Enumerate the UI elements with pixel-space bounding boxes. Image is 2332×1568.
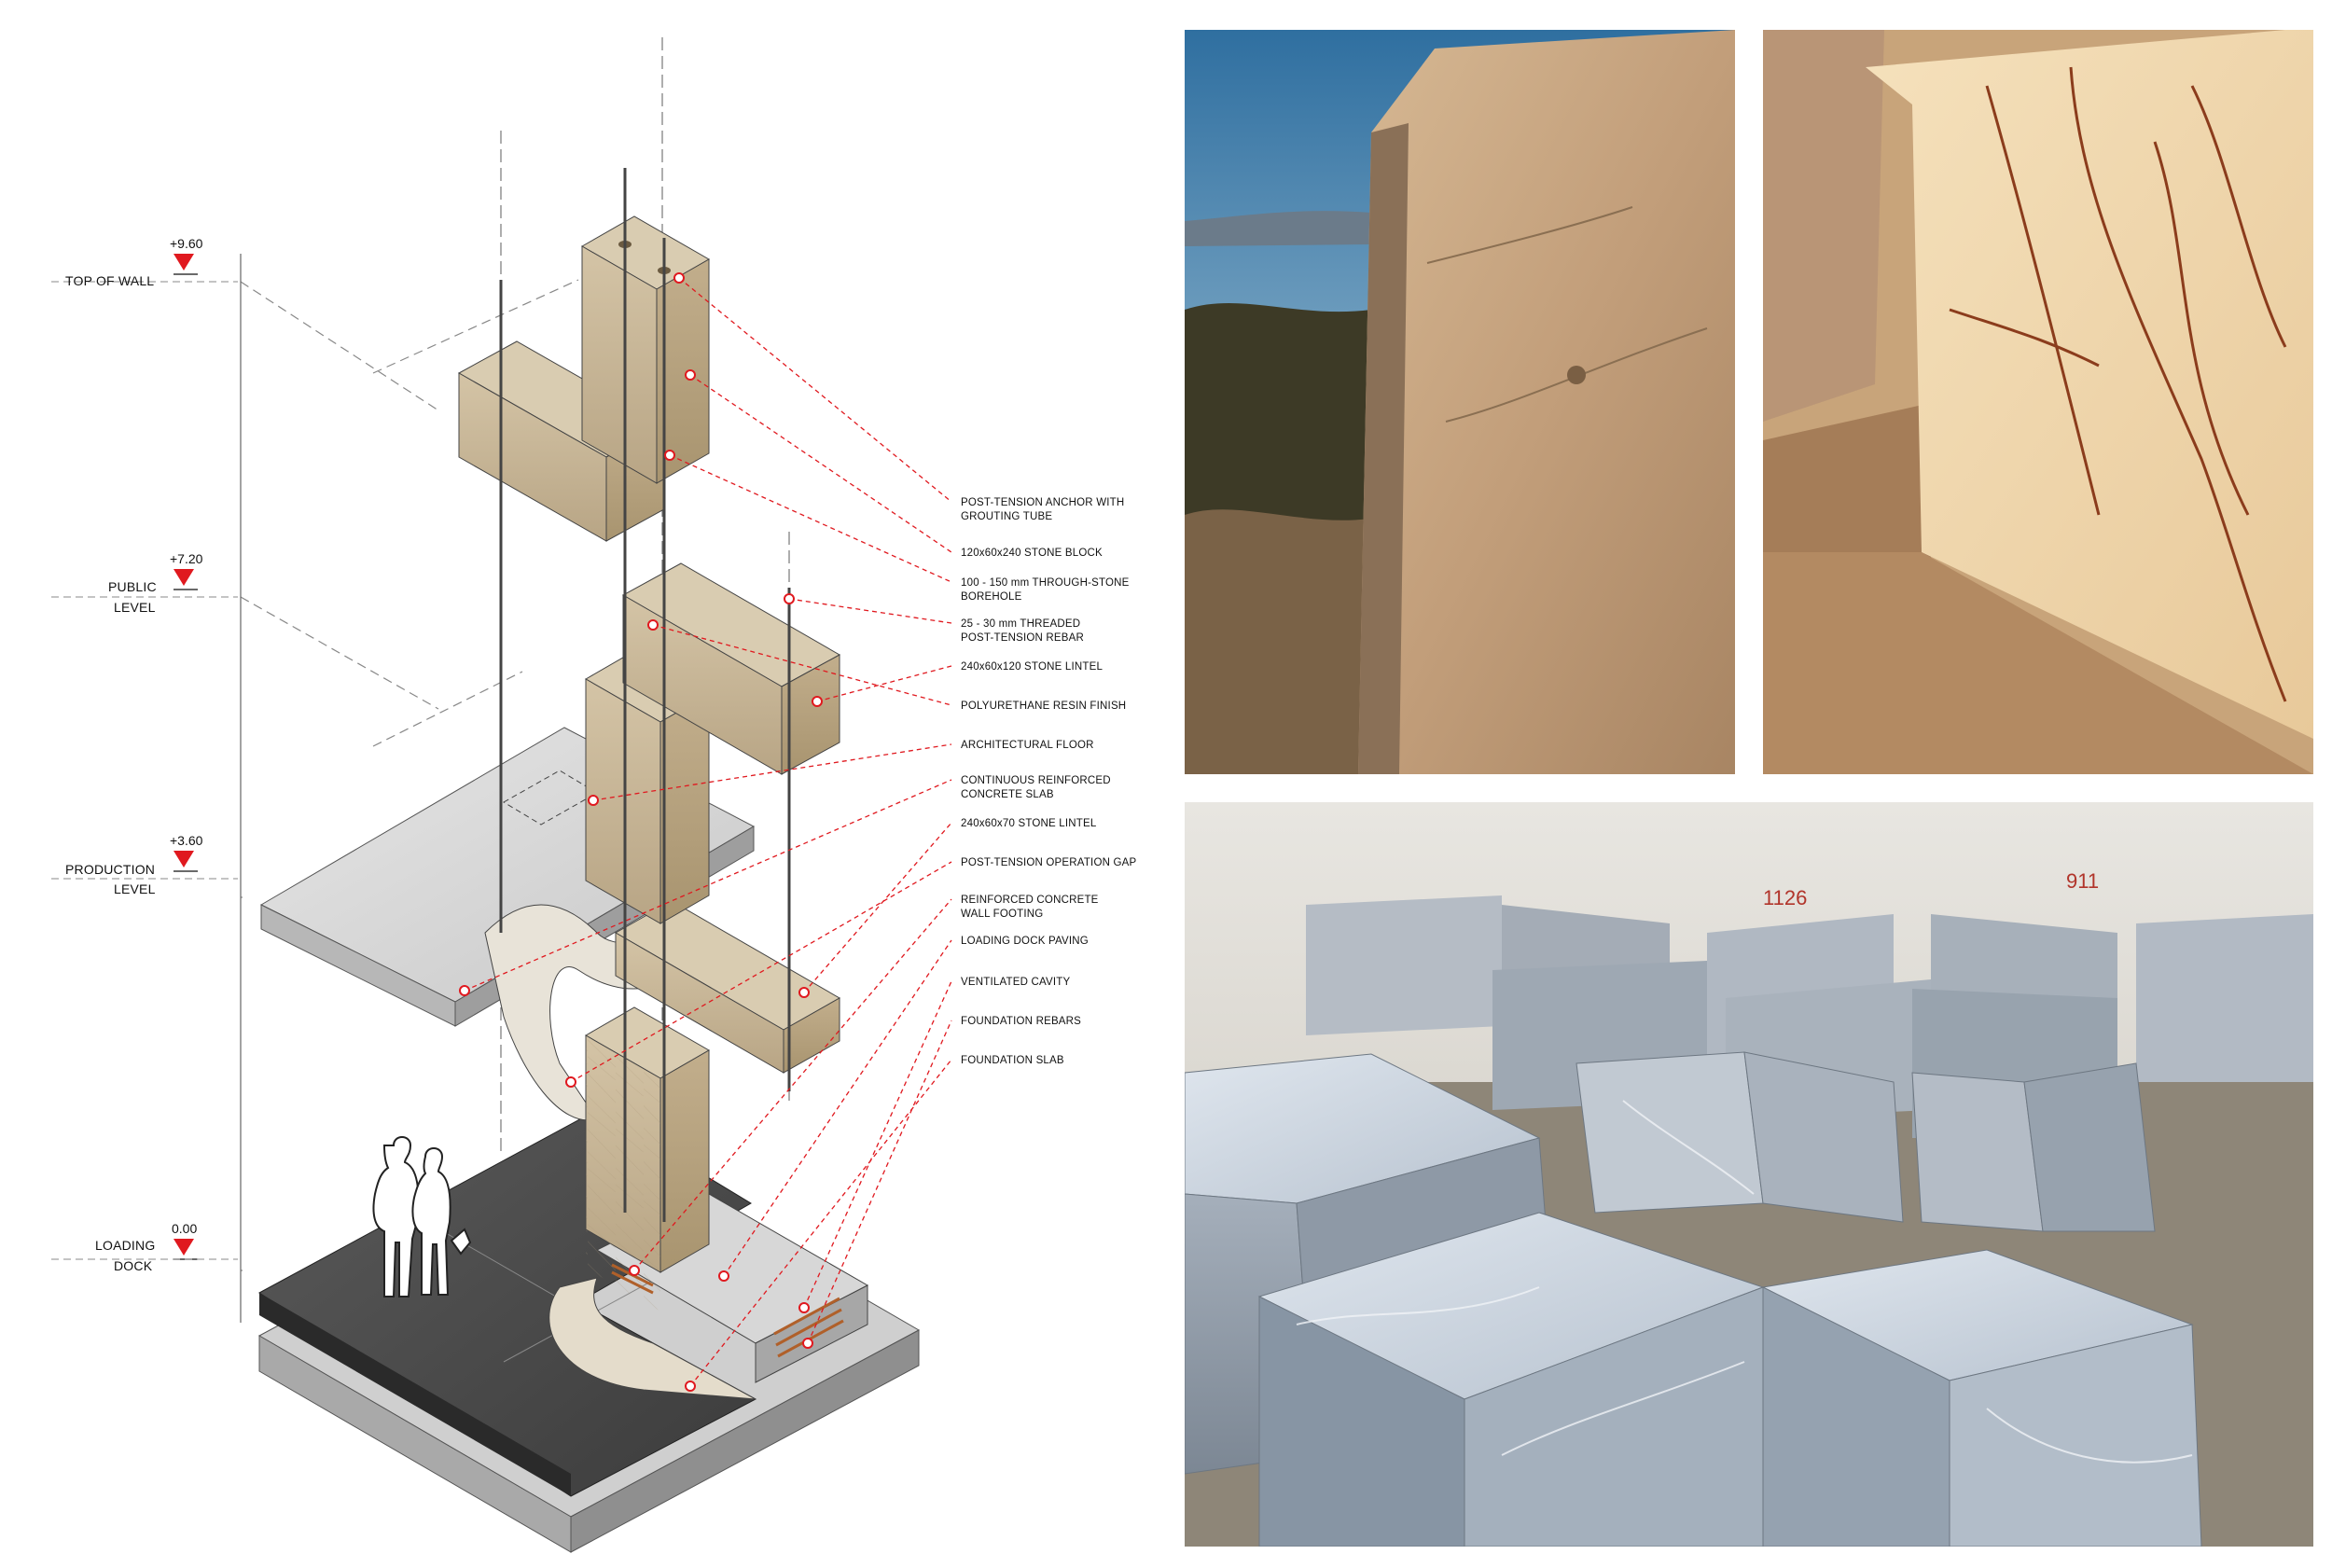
level-marker-public-level: +7.20 PUBLIC LEVEL bbox=[51, 551, 238, 615]
level-label-line2: DOCK bbox=[114, 1258, 153, 1273]
level-triangle-icon bbox=[174, 851, 194, 867]
level-triangle-icon bbox=[174, 1239, 194, 1256]
level-label-line1: PRODUCTION bbox=[65, 862, 155, 877]
stone-lintel-lower bbox=[614, 900, 841, 1074]
callout-marker-icon bbox=[798, 1302, 810, 1313]
callout-label: ARCHITECTURAL FLOOR bbox=[961, 740, 1094, 751]
callout-label: LOADING DOCK PAVING bbox=[961, 936, 1089, 947]
callout-leader-line bbox=[788, 598, 952, 624]
callout-label: 100 - 150 mm THROUGH-STONE bbox=[961, 577, 1130, 589]
callout-marker-icon bbox=[673, 272, 685, 284]
callout-label: FOUNDATION REBARS bbox=[961, 1016, 1081, 1027]
callout-label: GROUTING TUBE bbox=[961, 511, 1052, 522]
callout-marker-icon bbox=[459, 985, 470, 996]
level-marker-loading-dock: 0.00 LOADING DOCK bbox=[51, 1221, 238, 1273]
level-guides bbox=[240, 279, 579, 1271]
photo-marble-blocks-yard: 1126 911 bbox=[1185, 802, 2313, 1547]
callout-label: WALL FOOTING bbox=[961, 909, 1043, 920]
callout-label: FOUNDATION SLAB bbox=[961, 1055, 1064, 1066]
level-label-line1: LOADING bbox=[95, 1238, 155, 1253]
level-marker-top-of-wall: +9.60 TOP OF WALL bbox=[51, 236, 238, 288]
callout-marker-icon bbox=[685, 369, 696, 381]
callout-marker-icon bbox=[588, 795, 599, 806]
callout-label: 25 - 30 mm THREADED bbox=[961, 618, 1080, 630]
callout-label: POST-TENSION OPERATION GAP bbox=[961, 857, 1137, 868]
callout-marker-icon bbox=[784, 593, 795, 604]
callout-label: VENTILATED CAVITY bbox=[961, 977, 1070, 988]
callout-marker-icon bbox=[685, 1381, 696, 1392]
callout-marker-icon bbox=[802, 1338, 813, 1349]
callout-label: BOREHOLE bbox=[961, 591, 1022, 603]
callout-leader-line bbox=[689, 1059, 952, 1387]
callout-leader-line bbox=[669, 454, 952, 583]
level-triangle-icon bbox=[174, 569, 194, 586]
callout-marker-icon bbox=[629, 1265, 640, 1276]
callout-label: 120x60x240 STONE BLOCK bbox=[961, 548, 1103, 559]
callout-leader-line bbox=[570, 861, 952, 1083]
callout-marker-icon bbox=[718, 1270, 729, 1282]
callout-label: CONTINUOUS REINFORCED bbox=[961, 775, 1111, 786]
callout-label: POST-TENSION REBAR bbox=[961, 632, 1084, 644]
block-number-marking: 1126 bbox=[1763, 886, 1807, 909]
stone-block-lower bbox=[584, 1006, 711, 1311]
level-label-line2: LEVEL bbox=[114, 600, 156, 615]
level-marker-production-level: +3.60 PRODUCTION LEVEL bbox=[51, 833, 238, 896]
callout-leader-line bbox=[592, 743, 952, 801]
callout-marker-icon bbox=[647, 619, 659, 631]
callout-leader-line bbox=[652, 624, 952, 706]
level-label-line2: LEVEL bbox=[114, 881, 156, 896]
human-silhouette-icon bbox=[372, 1136, 472, 1297]
callout-leader-line bbox=[723, 939, 952, 1277]
callout-marker-icon bbox=[812, 696, 823, 707]
stone-block-top bbox=[580, 215, 711, 484]
callout-leader-line bbox=[816, 665, 952, 702]
level-triangle-icon bbox=[174, 254, 194, 271]
callout-marker-icon bbox=[565, 1076, 576, 1088]
callout-leader-line bbox=[633, 898, 952, 1271]
callout-label: POLYURETHANE RESIN FINISH bbox=[961, 701, 1126, 712]
callout-label: POST-TENSION ANCHOR WITH bbox=[961, 497, 1124, 508]
level-label-line1: PUBLIC bbox=[108, 579, 157, 594]
callout-marker-icon bbox=[798, 987, 810, 998]
callout-leader-line bbox=[678, 277, 952, 503]
block-number-marking: 911 bbox=[2066, 869, 2099, 893]
callout-label: 240x60x70 STONE LINTEL bbox=[961, 818, 1097, 829]
callout-leader-line bbox=[807, 1020, 952, 1344]
callout-label: REINFORCED CONCRETE bbox=[961, 895, 1099, 906]
photo-quarry-veined-wall bbox=[1763, 30, 2313, 774]
photo-quarry-stone-face bbox=[1185, 30, 1735, 774]
callout-leader-line bbox=[464, 779, 952, 992]
callout-label: CONCRETE SLAB bbox=[961, 789, 1054, 800]
level-value: +7.20 bbox=[170, 551, 203, 566]
callout-marker-icon bbox=[664, 450, 675, 461]
level-value: 0.00 bbox=[172, 1221, 197, 1236]
callout-label: 240x60x120 STONE LINTEL bbox=[961, 661, 1103, 673]
callout-labels: POST-TENSION ANCHOR WITH GROUTING TUBE 120… bbox=[961, 497, 1137, 1066]
callout-leader-line bbox=[803, 980, 952, 1309]
callout-leaders bbox=[459, 272, 952, 1392]
level-value: +9.60 bbox=[170, 236, 203, 251]
callout-leader-line bbox=[689, 374, 952, 553]
exploded-axonometric-diagram: +9.60 TOP OF WALL +7.20 PUBLIC LEVEL +3.… bbox=[51, 37, 1137, 1553]
level-value: +3.60 bbox=[170, 833, 203, 848]
callout-leader-line bbox=[803, 822, 952, 993]
threaded-post-tension-rebars bbox=[499, 168, 791, 1222]
curved-recess bbox=[548, 1277, 757, 1400]
level-label: TOP OF WALL bbox=[65, 273, 154, 288]
